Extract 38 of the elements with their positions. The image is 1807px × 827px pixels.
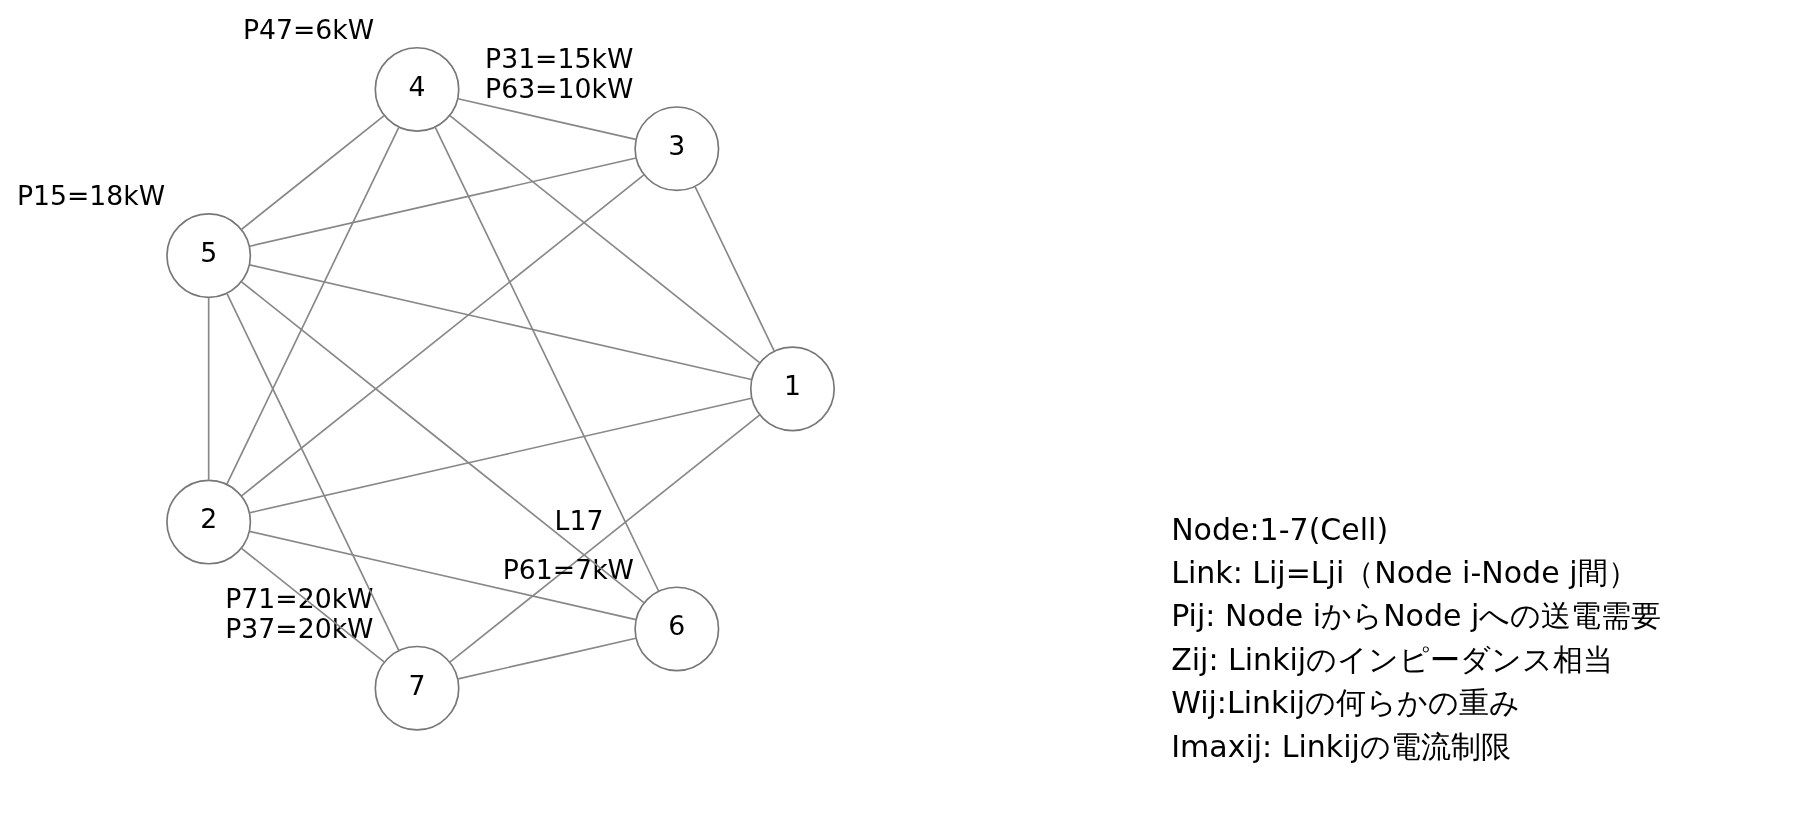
- label: Imaxij: Linkijの電流制限: [1171, 728, 1511, 764]
- connector: [240, 280, 645, 604]
- connector: [449, 414, 761, 663]
- label: Node:1-7(Cell): [1171, 511, 1389, 547]
- connector: [248, 264, 753, 381]
- node-label: P61=7kW: [502, 553, 634, 585]
- node-circle: 6: [634, 586, 720, 672]
- node-circle: 1: [749, 346, 835, 432]
- node-label: P15=18kW: [16, 180, 166, 212]
- connector: [207, 296, 210, 481]
- node-circle: 7: [374, 645, 460, 731]
- label: Wij:Linkijの何らかの重み: [1171, 685, 1521, 721]
- node-label: P71=20kW: [225, 582, 374, 614]
- connector: [434, 126, 660, 592]
- label: Link: Lij=Lji（Node i-Node j間）: [1171, 555, 1638, 591]
- node-circle: 5: [166, 213, 252, 299]
- connector: [457, 637, 637, 680]
- edge-label: L17: [554, 504, 604, 536]
- connector: [248, 397, 753, 514]
- node-label: P63=10kW: [485, 73, 634, 105]
- node-circle: 2: [166, 479, 252, 565]
- connector: [449, 114, 761, 364]
- connector: [248, 157, 637, 248]
- node-circle: 4: [374, 46, 460, 132]
- connector: [226, 292, 400, 652]
- connector: [240, 114, 385, 231]
- node-label: P47=6kW: [242, 14, 375, 46]
- connector: [694, 185, 775, 352]
- label: Pij: Node iからNode jへの送電需要: [1171, 598, 1662, 634]
- label: Zij: Linkijのインピーダンス相当: [1171, 641, 1614, 677]
- connector: [248, 530, 637, 621]
- node-label: P37=20kW: [225, 612, 374, 644]
- connector: [225, 126, 400, 486]
- node-circle: 3: [634, 106, 720, 192]
- connector: [240, 174, 645, 497]
- node-label: P31=15kW: [485, 43, 634, 75]
- connector: [457, 97, 637, 141]
- connector: [240, 547, 385, 663]
